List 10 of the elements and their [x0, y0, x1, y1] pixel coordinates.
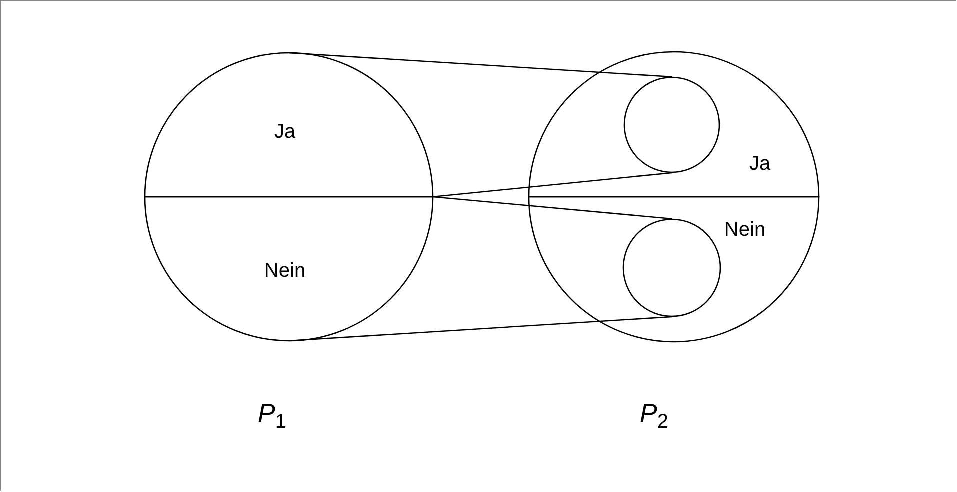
region-label: Ja	[274, 121, 296, 144]
connector-line	[432, 196, 672, 220]
region-label: Ja	[749, 153, 771, 176]
region-label: Nein	[264, 260, 306, 283]
connector-line	[288, 316, 672, 342]
circle-caption: P$_{2}$	[640, 398, 668, 434]
region-label: Nein	[724, 219, 766, 242]
connector-line	[288, 52, 672, 78]
connector-line	[432, 172, 672, 198]
circle-caption: P$_{1}$	[258, 398, 286, 434]
